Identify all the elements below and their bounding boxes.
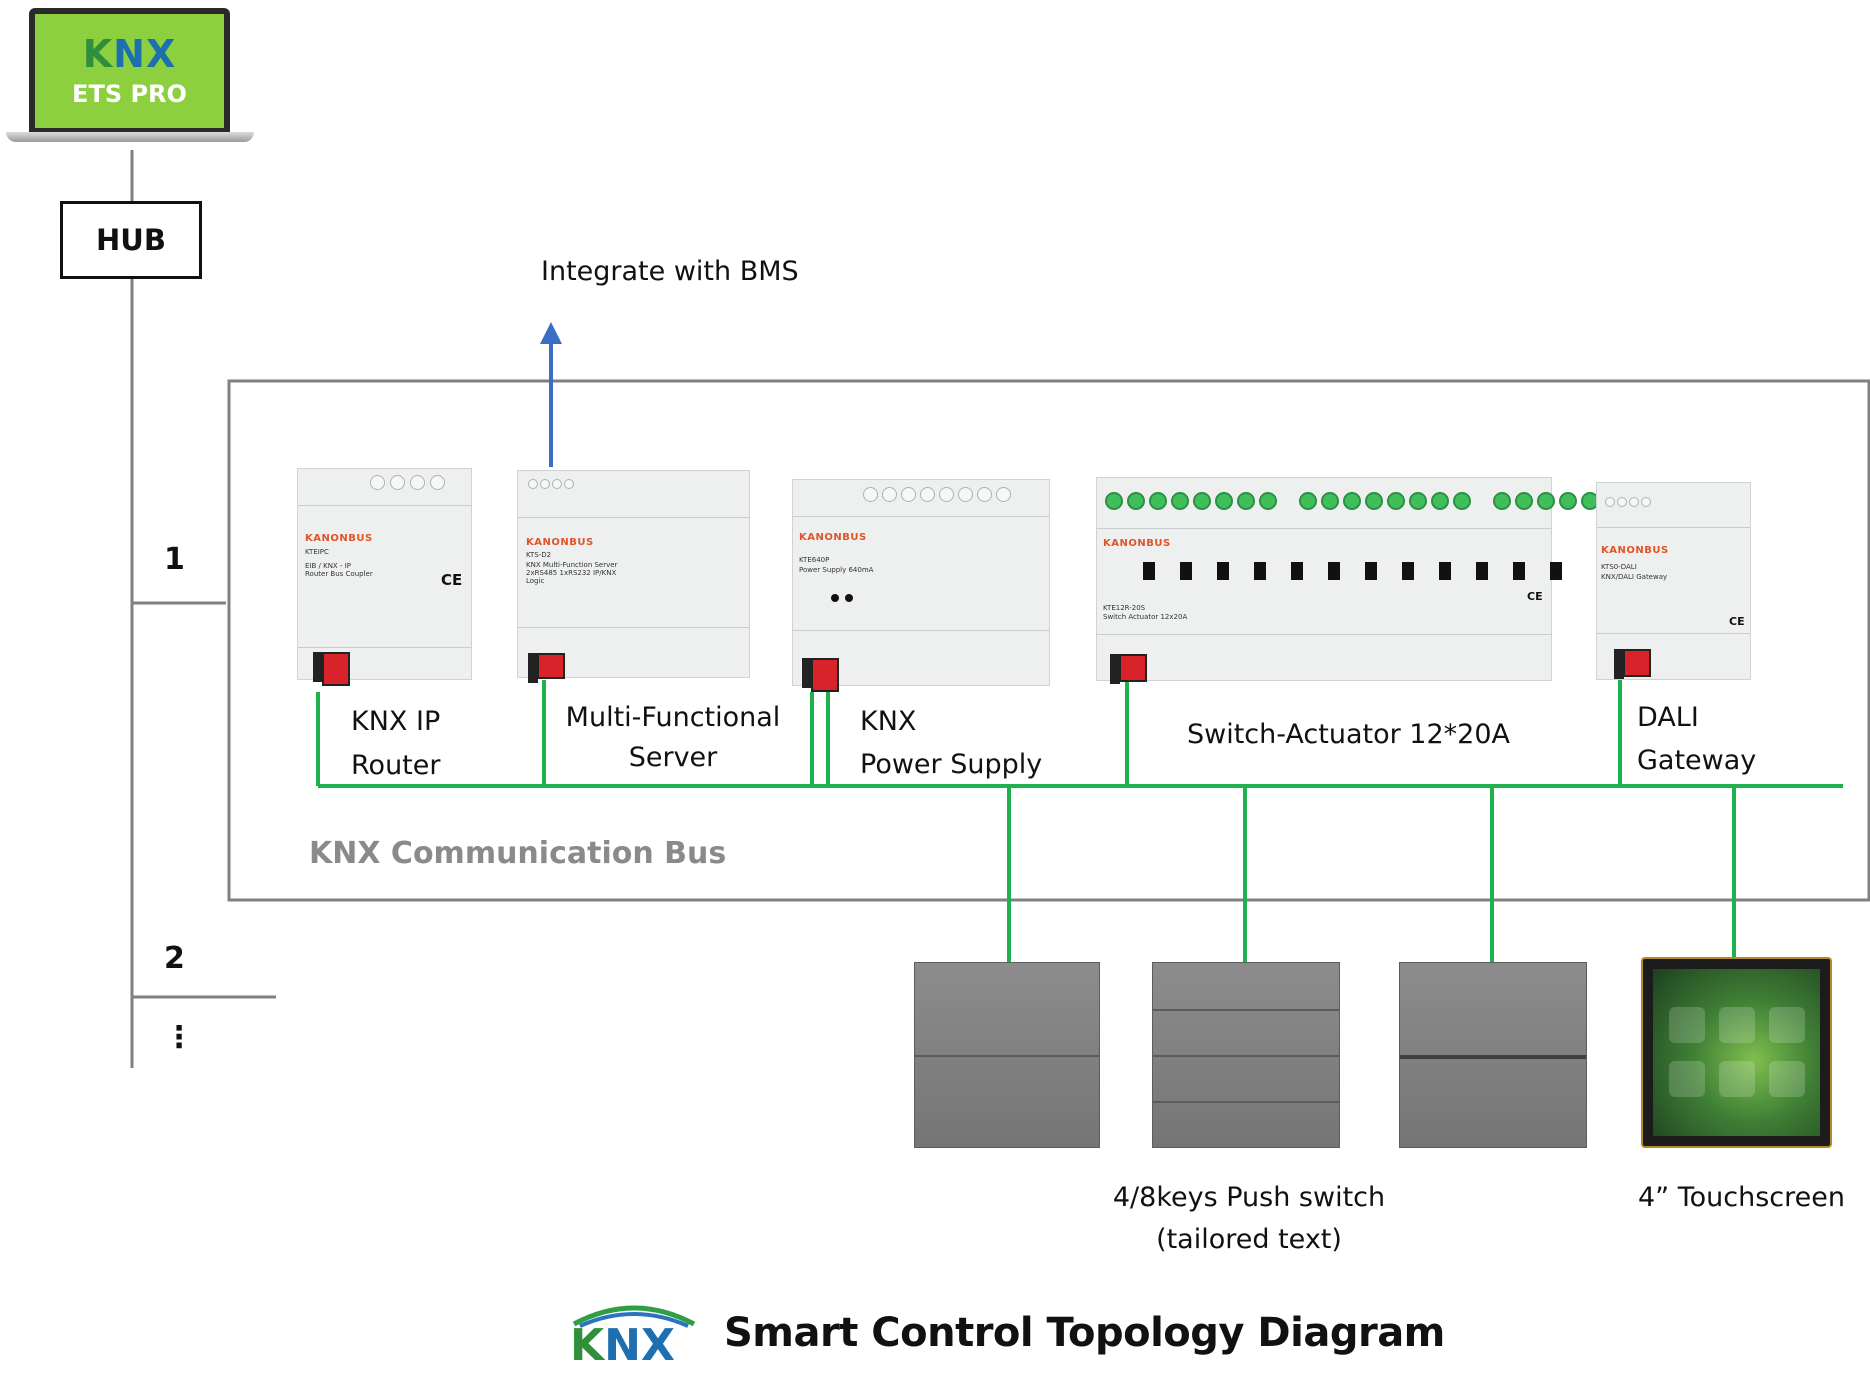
ets-pro-label: ETS PRO	[72, 80, 187, 108]
module-terminals	[1605, 497, 1651, 507]
device-ip-router: KANONBUS KTEIPC EIB / KNX - IP Router Bu…	[297, 468, 472, 686]
label-ip-router-1: KNX IP	[351, 706, 441, 737]
bms-label: Integrate with BMS	[541, 256, 799, 287]
label-psu-1: KNX	[860, 706, 917, 737]
push-switch-label-1: 4/8keys Push switch	[1112, 1182, 1386, 1213]
ce-mark: CE	[441, 571, 463, 589]
module-divider	[298, 505, 471, 506]
diagram-title: Smart Control Topology Diagram	[724, 1310, 1445, 1356]
ce-mark: CE	[1729, 615, 1745, 628]
device-power-supply: KANONBUS KTE640P Power Supply 640mA	[792, 479, 1050, 692]
key-divider	[1400, 1055, 1586, 1059]
module-terminals	[528, 479, 574, 489]
touchscreen-display	[1653, 969, 1820, 1136]
device-switch-actuator: KANONBUS KTE12R-20S Switch Actuator 12x2…	[1096, 477, 1665, 684]
bms-arrow-head	[540, 322, 562, 344]
push-switch-label-2: (tailored text)	[1156, 1224, 1342, 1255]
knx-bus-terminal	[1110, 654, 1147, 684]
knx-footer-logo: KNX	[570, 1305, 696, 1364]
line-number-2: 2	[164, 941, 185, 976]
module-divider	[518, 517, 749, 518]
label-ip-router-2: Router	[351, 750, 441, 781]
module-desc: Power Supply 640mA	[799, 566, 874, 574]
line-number-more: ⋮	[164, 1020, 194, 1055]
module-desc: EIB / KNX - IP Router Bus Coupler	[305, 562, 373, 578]
touch-tile	[1769, 1061, 1805, 1097]
module-divider	[298, 647, 471, 648]
touch-tile	[1769, 1007, 1805, 1043]
module-brand: KANONBUS	[799, 532, 867, 543]
push-switch-panel-text	[1399, 962, 1587, 1148]
module-code: KTE12R-20S	[1103, 604, 1146, 612]
key-divider	[1153, 1101, 1339, 1103]
module-brand: KANONBUS	[1103, 538, 1171, 549]
label-actuator: Switch-Actuator 12*20A	[1187, 719, 1510, 750]
label-server-1: Multi-Functional	[565, 702, 781, 733]
module-brand: KANONBUS	[1601, 545, 1669, 556]
module-brand: KANONBUS	[526, 537, 594, 548]
module-divider	[1597, 633, 1750, 634]
label-server-2: Server	[628, 742, 718, 773]
key-divider	[1153, 1009, 1339, 1011]
touchscreen-device	[1641, 957, 1832, 1148]
key-divider	[1153, 1055, 1339, 1057]
line-1-frame	[227, 379, 1870, 902]
reset-button	[831, 594, 839, 602]
module-divider	[1097, 634, 1551, 635]
module-divider	[1597, 527, 1750, 528]
device-dali-gateway: KANONBUS KTS0-DALI KNX/DALI Gateway CE	[1596, 482, 1751, 680]
label-dali-1: DALI	[1637, 702, 1699, 733]
laptop-base	[6, 132, 254, 142]
touch-tile	[1669, 1061, 1705, 1097]
status-led	[845, 594, 853, 602]
push-switch-panel-4key	[914, 962, 1100, 1148]
module-divider	[793, 630, 1049, 631]
knx-bus-terminal	[1614, 649, 1651, 679]
module-code: KTS0-DALI	[1601, 563, 1637, 571]
touch-tile	[1719, 1007, 1755, 1043]
bus-label: KNX Communication Bus	[309, 836, 727, 871]
module-code: KTS-D2	[526, 551, 552, 559]
module-divider	[518, 627, 749, 628]
knx-bus-terminal	[528, 653, 565, 683]
module-leds	[370, 475, 445, 490]
module-divider	[1097, 528, 1551, 529]
ets-pro-display: KNX ETS PRO	[35, 14, 224, 128]
module-desc: Switch Actuator 12x20A	[1103, 613, 1188, 621]
hub-box: HUB	[60, 201, 202, 279]
device-multi-function-server: KANONBUS KTS-D2 KNX Multi-Function Serve…	[517, 470, 750, 683]
push-switch-panel-8key	[1152, 962, 1340, 1148]
line-number-1: 1	[164, 542, 185, 577]
module-code: KTEIPC	[305, 548, 329, 556]
svg-text:KNX: KNX	[570, 1320, 675, 1364]
module-desc: KNX/DALI Gateway	[1601, 573, 1668, 581]
knx-bus-terminal	[313, 652, 350, 686]
module-leds	[863, 487, 1011, 502]
knx-bus-terminal	[802, 658, 839, 692]
output-terminals	[1105, 492, 1665, 510]
label-psu-2: Power Supply	[860, 749, 1043, 780]
module-desc: KNX Multi-Function Server 2xRS485 1xRS23…	[526, 561, 618, 585]
key-divider	[915, 1055, 1099, 1057]
module-code: KTE640P	[799, 556, 830, 564]
module-brand: KANONBUS	[305, 533, 373, 544]
ce-mark: CE	[1527, 590, 1543, 603]
touchscreen-label: 4” Touchscreen	[1638, 1182, 1845, 1213]
manual-switches	[1143, 562, 1562, 580]
touch-tile	[1669, 1007, 1705, 1043]
label-dali-2: Gateway	[1637, 745, 1757, 776]
laptop-screen: KNX ETS PRO	[29, 8, 230, 132]
knx-logo: KNX	[82, 32, 177, 76]
touch-tile	[1719, 1061, 1755, 1097]
module-divider	[793, 516, 1049, 517]
